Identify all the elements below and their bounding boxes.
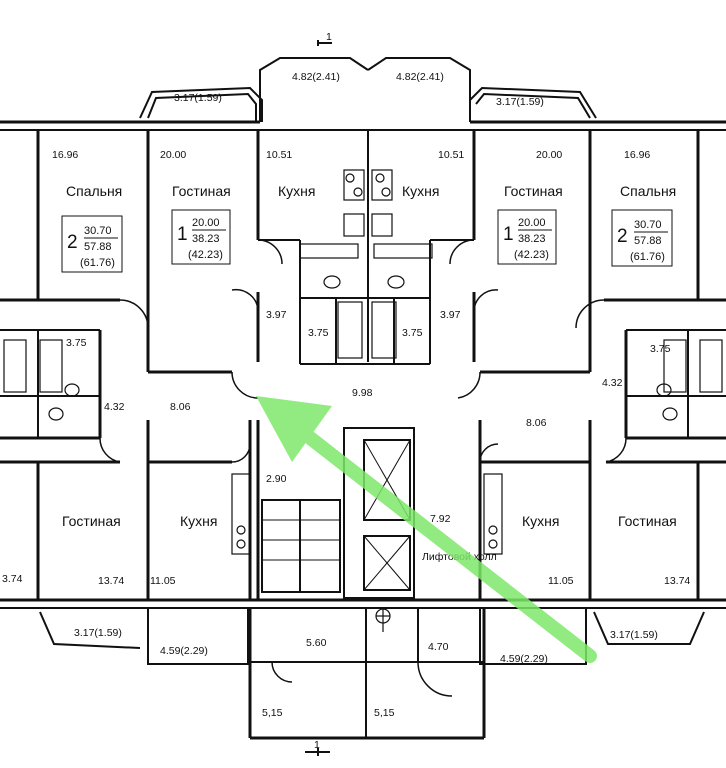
apartment-total: 38.23 xyxy=(518,233,546,245)
balcony-top-center-right: 4.82(2.41) xyxy=(396,71,444,83)
apartment-with-balcony: (61.76) xyxy=(80,257,115,269)
left-living-area-lower: 13.74 xyxy=(98,575,124,587)
apartment-box-1-right: 1 20.00 38.23 (42.23) xyxy=(497,209,557,265)
wc-left-area: 3.75 xyxy=(308,327,329,339)
toilet-icon xyxy=(64,383,80,397)
door-swings xyxy=(99,239,627,697)
stair-area: 2.90 xyxy=(266,473,287,485)
bathtub-icon xyxy=(371,301,397,359)
apartment-living: 30.70 xyxy=(634,219,662,231)
bottom-room-labels: Гостиная 13.74 3.74 Кухня 11.05 2.90 7.9… xyxy=(2,473,690,587)
right-kitchen-name: Кухня xyxy=(402,183,439,199)
left-living-name-lower: Гостиная xyxy=(62,513,121,529)
counter-icon xyxy=(231,473,251,555)
porch-left-area: 5,15 xyxy=(262,707,283,719)
bathtub-icon xyxy=(337,301,363,359)
balcony-top-left: 3.17(1.59) xyxy=(174,92,222,104)
bottom-unit-labels: 5.60 4.70 5,15 5,15 xyxy=(262,637,449,719)
lift-hall-area: 7.92 xyxy=(430,513,451,525)
bathtub-icon xyxy=(3,339,27,393)
bathtub-icon xyxy=(699,339,723,393)
green-arrow xyxy=(256,396,597,663)
apartment-with-balcony: (42.23) xyxy=(514,249,549,261)
toilet-icon xyxy=(387,275,405,289)
sink-icon xyxy=(371,213,393,237)
lobby-area: 9.98 xyxy=(352,387,373,399)
left-living-name: Гостиная xyxy=(172,183,231,199)
bathtub-icon xyxy=(663,339,687,393)
vestibule-area: 5.60 xyxy=(306,637,327,649)
counter-icon xyxy=(299,243,359,259)
hall-left-area: 8.06 xyxy=(170,401,191,413)
toilet-icon xyxy=(662,407,678,421)
corridor-right-area: 3.97 xyxy=(440,309,461,321)
middle-labels: 3.75 4.32 8.06 3.97 3.75 9.98 3.75 3.97 … xyxy=(66,309,671,429)
balcony-labels: 3.17(1.59) 4.82(2.41) 4.82(2.41) 3.17(1.… xyxy=(74,71,658,665)
apartment-with-balcony: (61.76) xyxy=(630,251,665,263)
apartment-box-2-right: 2 30.70 57.88 (61.76) xyxy=(611,209,673,267)
counter-icon xyxy=(483,473,503,555)
apartment-rooms: 1 xyxy=(503,224,514,245)
toilet-icon xyxy=(323,275,341,289)
right-kitchen-area: 10.51 xyxy=(438,149,464,161)
toilet-icon xyxy=(48,407,64,421)
toilet-icon xyxy=(656,383,672,397)
stove-icon xyxy=(343,169,365,201)
section-marker-bottom: 1 xyxy=(314,739,320,751)
left-kitchen-area-lower: 11.05 xyxy=(150,575,176,587)
left-bedroom-name: Спальня xyxy=(66,183,122,199)
left-kitchen-name: Кухня xyxy=(278,183,315,199)
hall-right-area: 8.06 xyxy=(526,417,547,429)
left-kitchen-area: 10.51 xyxy=(266,149,292,161)
left-living-area: 20.00 xyxy=(160,149,186,161)
right-bedroom-name: Спальня xyxy=(620,183,676,199)
hall-left-small-area: 4.32 xyxy=(104,401,125,413)
counter-icon xyxy=(373,243,433,259)
wc-right-area: 3.75 xyxy=(402,327,423,339)
stove-icon xyxy=(371,169,393,201)
apartment-living: 20.00 xyxy=(192,217,220,229)
right-living-name-lower: Гостиная xyxy=(618,513,677,529)
balcony-bottom-left-a: 3.17(1.59) xyxy=(74,627,122,639)
balcony-top-right: 3.17(1.59) xyxy=(496,96,544,108)
apartment-box-2-left: 2 30.70 57.88 (61.76) xyxy=(61,215,123,273)
walls xyxy=(0,40,726,756)
right-kitchen-name-lower: Кухня xyxy=(522,513,559,529)
bath-right-area: 3.75 xyxy=(650,343,671,355)
apartment-total: 57.88 xyxy=(84,241,112,253)
corridor-left-area: 3.97 xyxy=(266,309,287,321)
bathtub-icon xyxy=(39,339,63,393)
balcony-bottom-right-b: 3.17(1.59) xyxy=(610,629,658,641)
hall-right-small-area: 4.32 xyxy=(602,377,623,389)
section-marker-top: 1 xyxy=(326,31,332,43)
left-bedroom-area: 16.96 xyxy=(52,149,78,161)
apartment-total: 38.23 xyxy=(192,233,220,245)
top-room-labels: 16.96 Спальня 20.00 Гостиная 10.51 Кухня… xyxy=(52,149,676,199)
sink-icon xyxy=(343,213,365,237)
apartment-rooms: 2 xyxy=(67,232,78,253)
bath-left-area: 3.75 xyxy=(66,337,87,349)
apartment-with-balcony: (42.23) xyxy=(188,249,223,261)
left-kitchen-name-lower: Кухня xyxy=(180,513,217,529)
apartment-total: 57.88 xyxy=(634,235,662,247)
fixtures xyxy=(3,169,723,632)
apartment-box-1-left: 1 20.00 38.23 (42.23) xyxy=(171,209,231,265)
apartment-rooms: 1 xyxy=(177,224,188,245)
balcony-bottom-right-a: 4.59(2.29) xyxy=(500,653,548,665)
room-right-area: 4.70 xyxy=(428,641,449,653)
right-living-area: 20.00 xyxy=(536,149,562,161)
apartment-rooms: 2 xyxy=(617,226,628,247)
apartment-living: 20.00 xyxy=(518,217,546,229)
porch-right-area: 5,15 xyxy=(374,707,395,719)
balcony-bottom-left-b: 4.59(2.29) xyxy=(160,645,208,657)
right-living-area-lower: 13.74 xyxy=(664,575,690,587)
edge-left-area: 3.74 xyxy=(2,573,23,585)
section-markers: 1 1 xyxy=(314,31,332,751)
apartment-living: 30.70 xyxy=(84,225,112,237)
balcony-top-center-left: 4.82(2.41) xyxy=(292,71,340,83)
right-living-name: Гостиная xyxy=(504,183,563,199)
right-bedroom-area: 16.96 xyxy=(624,149,650,161)
right-kitchen-area-lower: 11.05 xyxy=(548,575,574,587)
